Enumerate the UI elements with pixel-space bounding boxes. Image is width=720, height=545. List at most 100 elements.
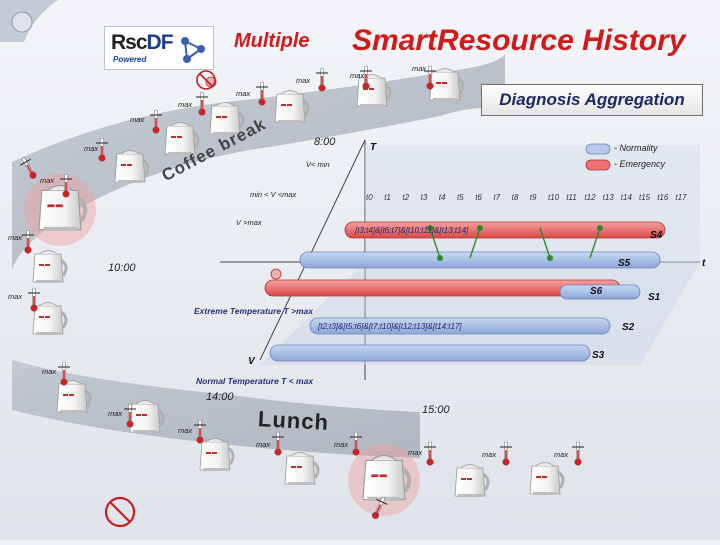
- time-tick-t11: t11: [566, 193, 577, 202]
- logo-text-df: DF: [146, 31, 174, 54]
- band-label-extreme-temp: Extreme Temperature T >max: [194, 306, 313, 316]
- band-label-v-greater-max: V >max: [236, 218, 262, 227]
- event-lunch: Lunch: [257, 406, 330, 435]
- max-label: max: [8, 292, 23, 301]
- state-bar-s1: [559, 284, 641, 300]
- axis-label-t: t: [702, 258, 706, 269]
- time-tick-t13: t13: [602, 193, 614, 202]
- state-link: [469, 227, 481, 259]
- axis-V: [259, 139, 366, 361]
- state-node: [547, 255, 553, 261]
- kettle-icon: [273, 89, 310, 125]
- segment-label-s2: [t2;t3]&[t5;t6]&[t7;t10]&[t12;t13]&[t14;…: [318, 322, 462, 331]
- time-tick-t17: t17: [675, 193, 687, 202]
- time-tick-t1: t1: [384, 193, 391, 202]
- time-tick-t10: t10: [548, 193, 560, 202]
- time-tick-t15: t15: [639, 193, 651, 202]
- band-label-v-less-min: V< min: [306, 160, 330, 169]
- legend-emergency-label: - Emergency: [614, 159, 666, 169]
- state-label-s2: S2: [622, 322, 635, 333]
- kettle-icon: [113, 149, 150, 185]
- logo-text-rsc: Rsc: [111, 31, 148, 54]
- max-label: max: [296, 76, 311, 85]
- time-tick-t0: t0: [366, 193, 373, 202]
- state-bar-s3: [269, 344, 591, 362]
- rscdf-logo: RscDF Powered: [104, 26, 214, 70]
- time-tick-t4: t4: [438, 193, 446, 202]
- panel-title-box: Diagnosis Aggregation: [481, 84, 703, 116]
- timeline-band-bottom: [12, 360, 420, 458]
- time-tick-t14: t14: [620, 193, 632, 202]
- time-tick-t3: t3: [420, 193, 428, 202]
- time-tick-t8: t8: [511, 193, 519, 202]
- time-tick-t6: t6: [475, 193, 482, 202]
- page-title-part1: Multiple: [234, 30, 310, 52]
- kettle-icon: [128, 399, 165, 435]
- state-node: [477, 225, 483, 231]
- no-thermometer-icon: [104, 496, 136, 528]
- max-label: max: [408, 448, 423, 457]
- max-label: max: [84, 144, 99, 153]
- max-label: max: [236, 89, 251, 98]
- max-label: max: [40, 176, 55, 185]
- page-title-part2: SmartResource History: [352, 24, 686, 57]
- kettle-icon: [55, 379, 92, 415]
- time-label-1000: 10:00: [108, 262, 136, 274]
- segment-label-s4: [t3;t4]&[t6;t7]&[t10;t11]&[t13;t14]: [355, 226, 469, 235]
- kettle-icon: [428, 67, 465, 103]
- time-tick-t16: t16: [657, 193, 669, 202]
- state-bar-s2: [309, 317, 611, 335]
- network-icon: [181, 37, 205, 63]
- state-label-s3: S3: [592, 350, 605, 361]
- state-node: [427, 225, 433, 231]
- time-tick-t2: t2: [402, 193, 410, 202]
- state-link: [539, 227, 551, 259]
- axis-label-V: V: [248, 356, 255, 367]
- time-label-0800: 8:00: [314, 136, 336, 148]
- state-link: [429, 227, 441, 259]
- max-label: max: [178, 426, 193, 435]
- kettle-icon: [283, 451, 320, 487]
- band-label-min-v-max: min < V <max: [250, 190, 297, 199]
- kettle-icon: [31, 249, 68, 285]
- state-bar-s4: [344, 221, 666, 239]
- state-label-s4: S4: [650, 230, 663, 241]
- state-bar-s5: [299, 251, 661, 269]
- max-label: max: [108, 409, 123, 418]
- state-node: [597, 225, 603, 231]
- kettle-icon: [198, 437, 235, 473]
- max-label: max: [178, 100, 193, 109]
- state-label-s6: S6: [590, 286, 603, 297]
- panel-title: Diagnosis Aggregation: [499, 90, 685, 109]
- time-label-1500: 15:00: [422, 404, 450, 416]
- max-label: max: [256, 440, 271, 449]
- legend-normality-label: - Normality: [614, 143, 658, 153]
- state-label-s1: S1: [648, 292, 661, 303]
- max-label: max: [130, 115, 145, 124]
- max-label: max: [334, 440, 349, 449]
- time-tick-t12: t12: [584, 193, 596, 202]
- corner-logo-icon: [11, 11, 33, 33]
- kettle-icon: [528, 461, 565, 497]
- time-label-1400: 14:00: [206, 391, 234, 403]
- time-tick-t9: t9: [529, 193, 537, 202]
- state-node: [437, 255, 443, 261]
- state-link: [589, 227, 601, 259]
- band-label-normal-temp: Normal Temperature T < max: [196, 376, 314, 386]
- timeline-band-top: [12, 54, 505, 270]
- time-tick-t5: t5: [457, 193, 464, 202]
- kettle-icon: [31, 301, 68, 337]
- no-thermometer-icon: [196, 70, 216, 90]
- max-label: max: [350, 71, 365, 80]
- state-label-s5: S5: [618, 258, 631, 269]
- kettle-icon: [39, 186, 85, 232]
- max-label: max: [42, 367, 57, 376]
- max-label: max: [412, 64, 427, 73]
- emergency-marker: [270, 268, 282, 280]
- axis-label-T: T: [370, 142, 377, 153]
- max-label: max: [554, 450, 569, 459]
- max-label: max: [8, 233, 23, 242]
- time-tick-t7: t7: [493, 193, 501, 202]
- legend-normality-swatch: [585, 143, 611, 155]
